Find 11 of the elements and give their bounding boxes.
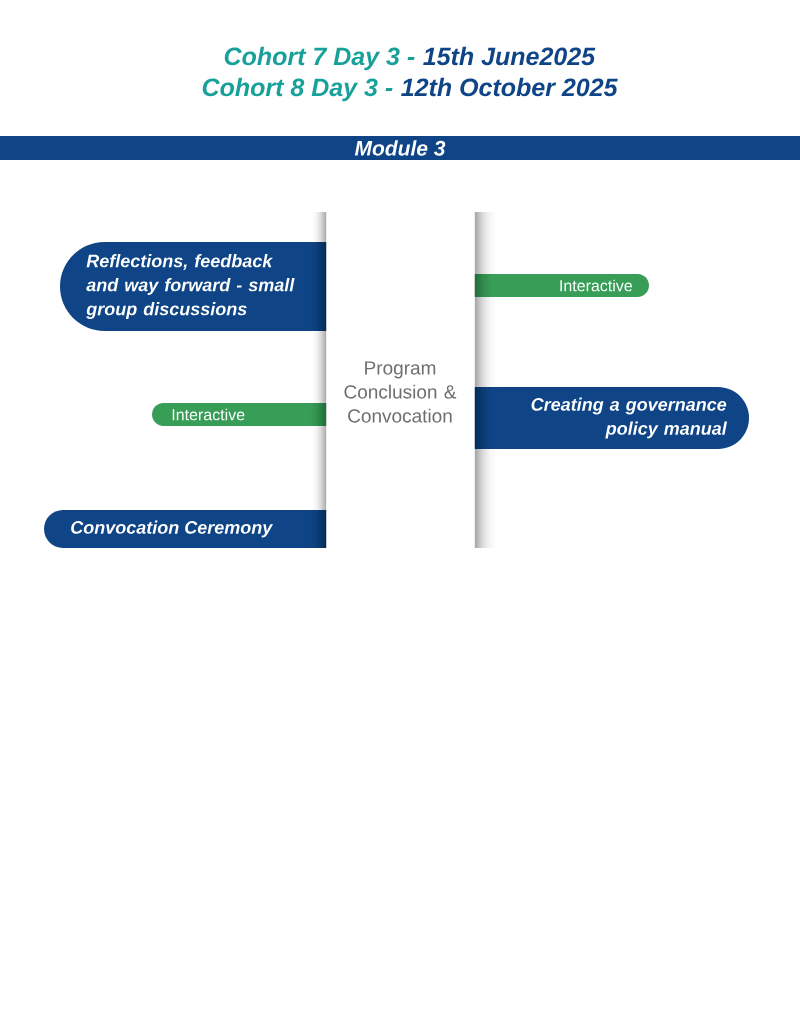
heading-text: 12th October 2025 xyxy=(401,77,618,97)
heading-text: 15th June2025 xyxy=(423,46,596,66)
section-band: Module 3 xyxy=(0,136,800,160)
heading-text: Cohort 8 Day 3 - xyxy=(202,77,393,102)
session-pill: Reflections, feedback and way forward - small group discussions xyxy=(60,242,327,331)
heading-text: Cohort 7 Day 3 - xyxy=(224,46,415,71)
session-pill: Convocation Ceremony xyxy=(44,510,327,548)
tag-pill: Interactive xyxy=(152,403,327,426)
node-label: Program Conclusion & Convocation xyxy=(344,361,457,423)
tag-pill: Interactive xyxy=(474,274,649,297)
session-pill: Creating a governance policy manual xyxy=(474,387,749,449)
